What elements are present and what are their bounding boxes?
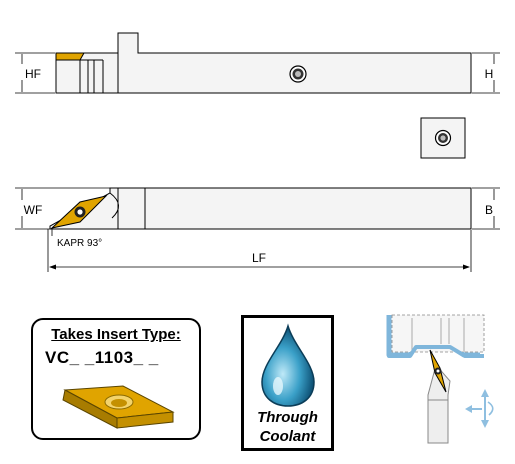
coolant-drop-icon (261, 323, 315, 407)
insert-icon (62, 385, 175, 429)
end-view-screw-icon (434, 129, 452, 147)
insert-plan-icon (50, 195, 108, 229)
application-sketch (386, 314, 494, 444)
insert-type-panel: Takes Insert Type: VC_ _1103_ _ (31, 318, 201, 440)
hf-label: HF (25, 67, 41, 81)
through-coolant-label: Through Coolant (244, 408, 331, 446)
through-coolant-panel: Through Coolant (241, 315, 334, 451)
plan-view: WF B KAPR 93° LF (15, 187, 503, 272)
coolant-line-2: Coolant (259, 428, 316, 445)
end-view (420, 117, 466, 159)
h-label: H (485, 67, 494, 81)
rotation-arrows-icon (465, 389, 494, 428)
screw-icon (289, 65, 307, 83)
b-label: B (485, 203, 493, 217)
insert-type-code: VC_ _1103_ _ (45, 348, 159, 367)
application-insert-icon (429, 349, 447, 393)
insert-type-title: Takes Insert Type: (51, 326, 181, 343)
wf-label: WF (24, 203, 43, 217)
insert-side-icon (55, 52, 85, 61)
side-view: HF H (15, 32, 503, 94)
lf-label: LF (252, 251, 266, 265)
kapr-label: KAPR 93° (57, 238, 102, 249)
coolant-line-1: Through (257, 409, 318, 426)
